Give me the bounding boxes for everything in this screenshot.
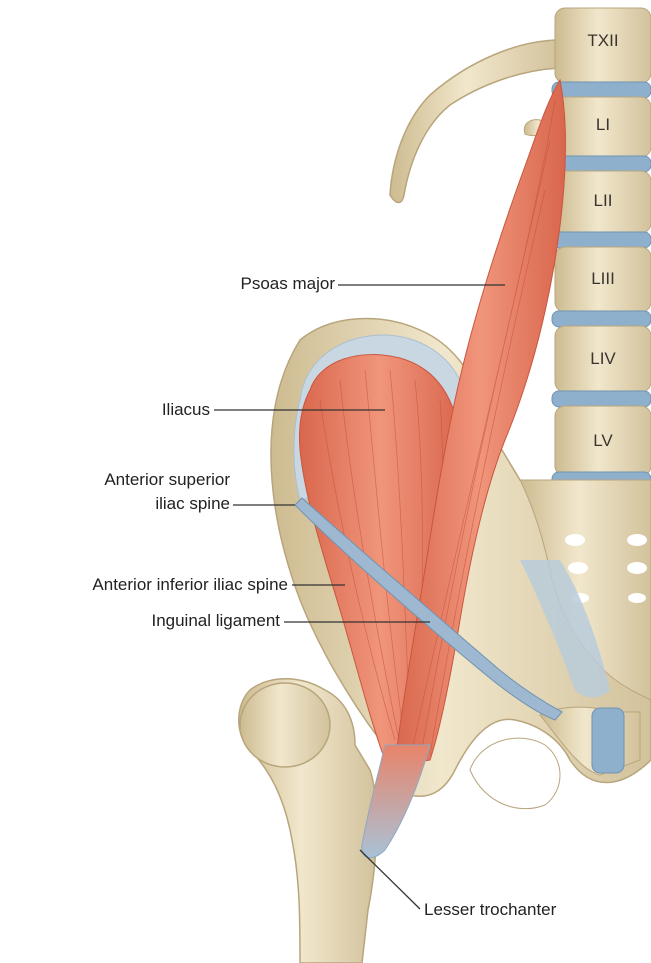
vertebra-label-li: LI: [596, 115, 610, 134]
label-asis-line1: Anterior superior: [40, 470, 230, 490]
vertebra-label-lv: LV: [593, 431, 613, 450]
label-psoas-major: Psoas major: [190, 274, 335, 294]
vertebra-label-lii: LII: [594, 191, 613, 210]
label-asis-line2: iliac spine: [40, 494, 230, 514]
femoral-head: [240, 683, 330, 767]
label-aiis: Anterior inferior iliac spine: [10, 575, 288, 595]
label-lesser-trochanter: Lesser trochanter: [424, 900, 556, 920]
iliopsoas-tendon: [362, 745, 430, 858]
vertebra-label-liv: LIV: [590, 349, 616, 368]
label-inguinal-ligament: Inguinal ligament: [60, 611, 280, 631]
label-iliacus: Iliacus: [100, 400, 210, 420]
vertebra-label-txii: TXII: [587, 31, 618, 50]
vertebra-label-liii: LIII: [591, 269, 615, 288]
